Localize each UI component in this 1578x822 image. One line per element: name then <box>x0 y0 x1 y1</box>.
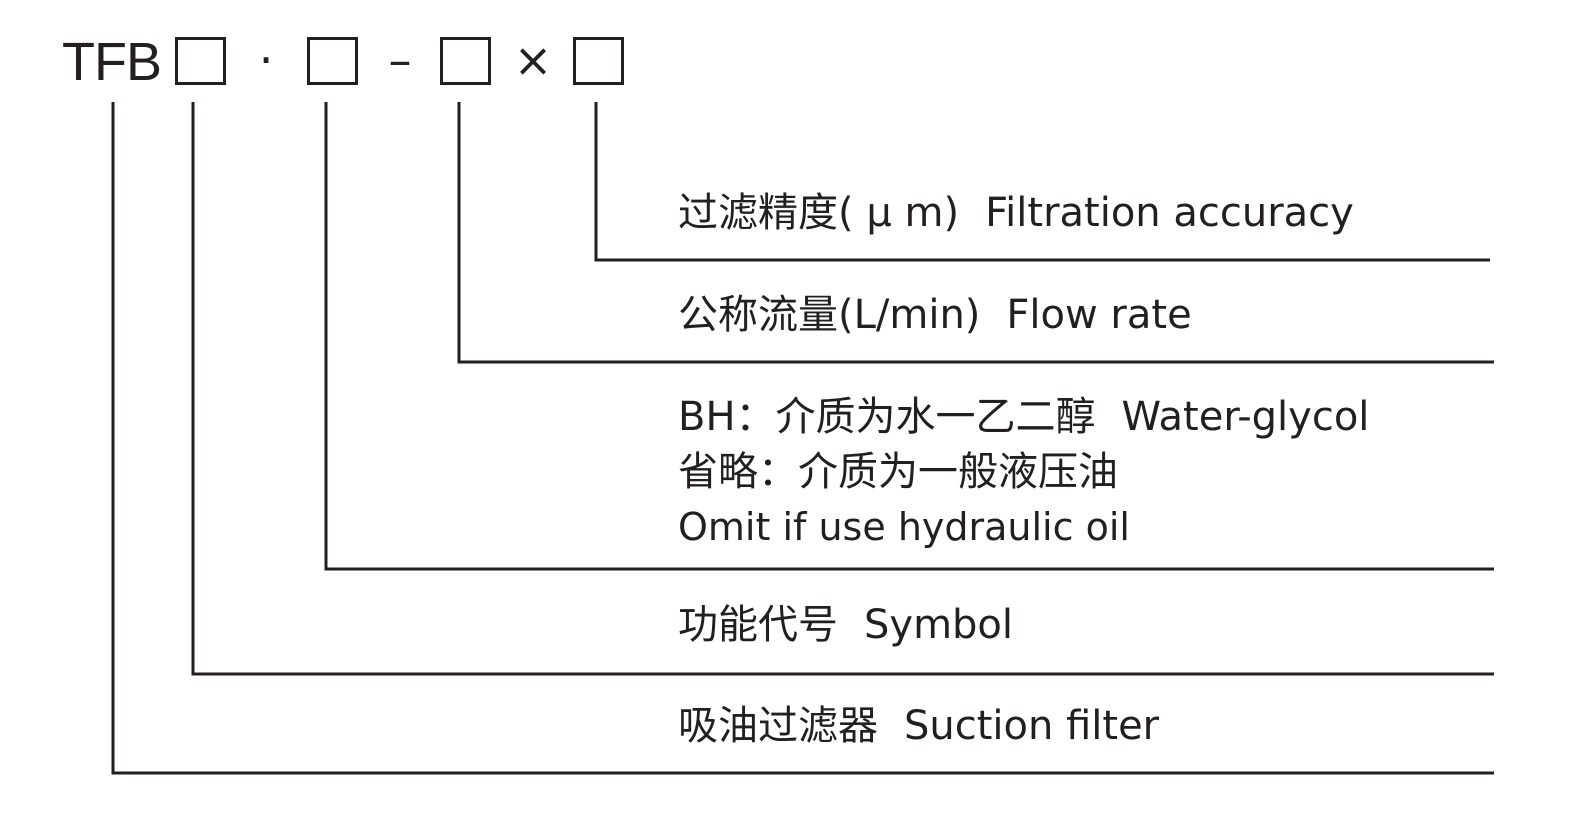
filtration-accuracy-en: Filtration accuracy <box>985 190 1354 236</box>
model-code-prefix: TFB <box>62 32 162 92</box>
field-label-symbol: 功能代号 Symbol <box>678 602 1013 648</box>
flow-rate-zh: 公称流量(L/min) <box>678 292 981 338</box>
code-slot-medium <box>307 37 358 85</box>
suction-filter-zh: 吸油过滤器 <box>678 703 878 749</box>
code-slot-symbol <box>175 37 226 85</box>
leader-line-suction-filter <box>111 102 1494 775</box>
field-label-filtration-accuracy: 过滤精度( μ m) Filtration accuracy <box>678 190 1354 236</box>
field-label-medium-line2: 省略：介质为一般液压油 <box>678 449 1118 495</box>
medium-line1-zh: BH：介质为水一乙二醇 <box>678 394 1096 440</box>
leader-line-filtration-accuracy <box>594 102 1490 262</box>
field-label-suction-filter: 吸油过滤器 Suction filter <box>678 703 1159 749</box>
leader-line-symbol <box>191 102 1494 676</box>
code-slot-flow-rate <box>440 37 491 85</box>
field-label-flow-rate: 公称流量(L/min) Flow rate <box>678 292 1192 338</box>
medium-line3-en: Omit if use hydraulic oil <box>678 505 1130 549</box>
flow-rate-en: Flow rate <box>1006 292 1192 338</box>
symbol-zh: 功能代号 <box>678 602 838 648</box>
filtration-accuracy-zh: 过滤精度( μ m) <box>678 190 960 236</box>
code-slot-filtration-accuracy <box>573 37 624 85</box>
field-label-medium-line3: Omit if use hydraulic oil <box>678 505 1130 549</box>
code-separator-dash: – <box>388 33 412 87</box>
code-separator-dot: · <box>258 33 274 87</box>
symbol-en: Symbol <box>864 602 1014 648</box>
medium-line2-zh: 省略：介质为一般液压油 <box>678 449 1118 495</box>
leader-line-medium <box>324 102 1494 571</box>
code-separator-times: × <box>513 33 553 87</box>
leader-line-flow-rate <box>457 102 1494 364</box>
medium-line1-en: Water-glycol <box>1121 394 1370 440</box>
suction-filter-en: Suction filter <box>904 703 1160 749</box>
field-label-medium-line1: BH：介质为水一乙二醇 Water-glycol <box>678 394 1369 440</box>
